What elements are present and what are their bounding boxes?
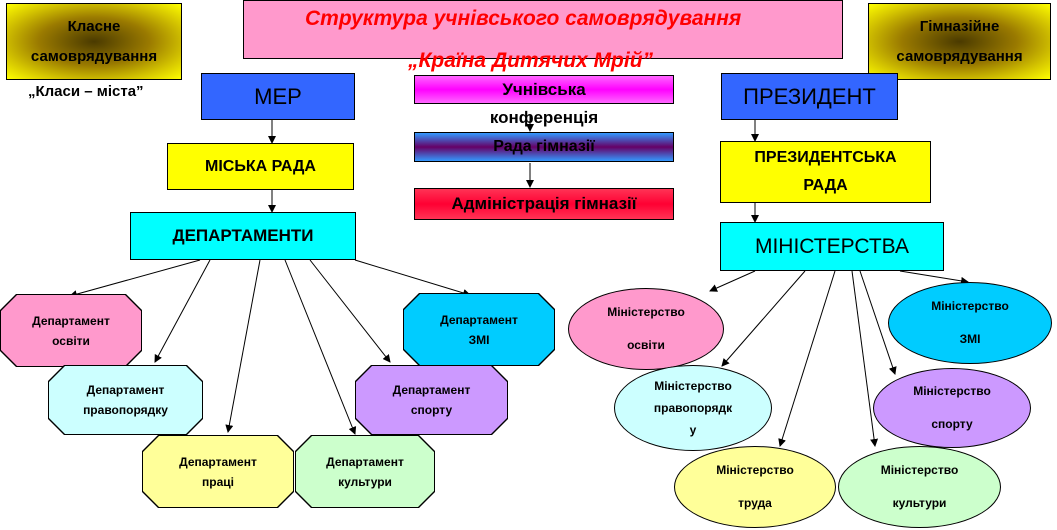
student-conference-box: Учнівська <box>414 75 674 104</box>
departments-box: ДЕПАРТАМЕНТИ <box>130 212 356 260</box>
class-cities-caption: „Класи – міста” <box>28 83 144 100</box>
gymnasium-administration-label: Адміністрація гімназії <box>451 194 637 213</box>
ministry-law-order-line2: правопорядк <box>653 401 733 415</box>
diagram-title: Структура учнівського самоврядування <box>305 7 742 30</box>
gymnasium-council-label: Рада гімназії <box>493 138 595 155</box>
president-label: ПРЕЗИДЕНТ <box>743 83 876 109</box>
department-education-line1: Департамент <box>32 313 110 328</box>
gymnasium-self-government-box: Гімназійне самоврядування <box>868 3 1051 80</box>
presidential-council-box: ПРЕЗИДЕНТСЬКА РАДА <box>720 141 931 203</box>
city-council-box: МІСЬКА РАДА <box>167 143 354 190</box>
ministry-labor-line2: труда <box>738 496 772 510</box>
ministry-law-order-line1: Міністерство <box>654 379 732 393</box>
class-self-government-line2: самоврядування <box>30 47 158 65</box>
department-culture-line2: культури <box>338 474 392 489</box>
ministry-media-line1: Міністерство <box>931 299 1009 313</box>
mayor-box: МЕР <box>201 73 355 120</box>
president-box: ПРЕЗИДЕНТ <box>721 73 898 120</box>
ministry-culture-ellipse: Міністерство культури <box>838 446 1001 528</box>
department-labor-line1: Департамент <box>179 454 257 469</box>
ministry-culture-line2: культури <box>892 496 947 510</box>
gymnasium-council-box: Рада гімназії <box>414 132 674 162</box>
department-culture-line1: Департамент <box>326 454 404 469</box>
ministry-media-line2: ЗМІ <box>959 332 981 346</box>
department-education-line2: освіти <box>52 333 90 348</box>
department-sport-box: Департамент спорту <box>355 365 508 435</box>
department-media-line2: ЗМІ <box>468 332 490 347</box>
ministries-box: МІНІСТЕРСТВА <box>720 222 944 271</box>
department-media-line1: Департамент <box>440 312 518 327</box>
ministry-sport-line2: спорту <box>931 417 973 431</box>
gymnasium-self-government-line1: Гімназійне <box>919 17 1000 35</box>
ministry-law-order-ellipse: Міністерство правопорядк у <box>614 365 772 451</box>
department-law-order-line2: правопорядку <box>83 403 168 417</box>
ministry-sport-line1: Міністерство <box>913 384 991 398</box>
department-labor-box: Департамент праці <box>142 435 294 508</box>
department-sport-line2: спорту <box>410 403 453 417</box>
class-self-government-box: Класне самоврядування <box>6 3 182 80</box>
ministry-culture-line1: Міністерство <box>880 463 959 477</box>
presidential-council-line1: ПРЕЗИДЕНТСЬКА <box>754 149 897 166</box>
class-self-government-line1: Класне <box>67 17 121 35</box>
department-culture-box: Департамент культури <box>295 435 435 508</box>
gymnasium-administration-box: Адміністрація гімназії <box>414 188 674 220</box>
student-conference-line1: Учнівська <box>502 79 586 99</box>
department-education-box: Департамент освіти <box>0 294 142 367</box>
presidential-council-line2: РАДА <box>803 177 848 194</box>
ministry-law-order-line3: у <box>689 423 697 437</box>
ministry-education-line1: Міністерство <box>607 305 685 319</box>
ministry-education-line2: освіти <box>627 338 665 352</box>
ministry-labor-line1: Міністерство <box>716 463 794 477</box>
gymnasium-self-government-line2: самоврядування <box>896 47 1023 65</box>
title-box <box>243 0 843 59</box>
department-sport-line1: Департамент <box>392 383 471 397</box>
diagram-subtitle: „Країна Дитячих Мрій” <box>408 49 654 72</box>
ministries-label: МІНІСТЕРСТВА <box>754 234 909 258</box>
ministry-labor-ellipse: Міністерство труда <box>674 446 836 528</box>
departments-label: ДЕПАРТАМЕНТИ <box>172 226 314 245</box>
mayor-label: МЕР <box>254 83 302 109</box>
ministry-education-ellipse: Міністерство освіти <box>568 288 724 370</box>
ministry-sport-ellipse: Міністерство спорту <box>873 368 1031 448</box>
city-council-label: МІСЬКА РАДА <box>205 157 316 175</box>
department-law-order-box: Департамент правопорядку <box>48 365 203 435</box>
student-conference-line2: конференція <box>489 108 599 127</box>
department-labor-line2: праці <box>202 474 234 489</box>
department-law-order-line1: Департамент <box>86 383 165 397</box>
